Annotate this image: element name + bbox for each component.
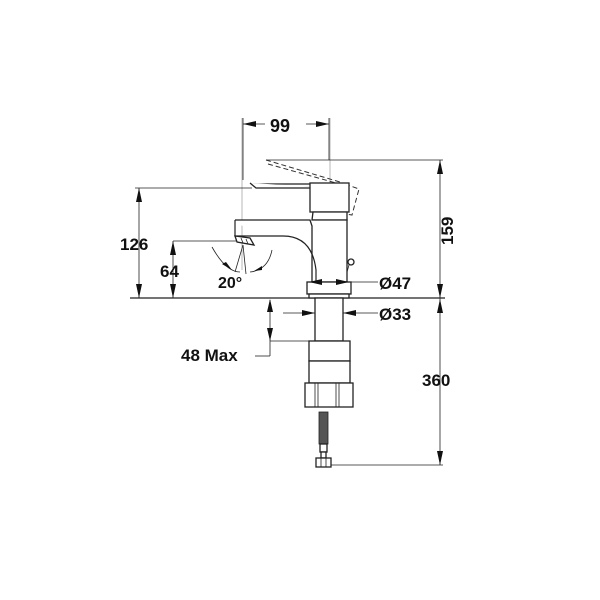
outlet-height-dimension bbox=[170, 240, 236, 298]
max-deck-thickness-label: 48 Max bbox=[181, 346, 238, 365]
max-deck-thickness-dimension bbox=[255, 299, 309, 357]
mounting-assembly bbox=[304, 297, 354, 468]
faucet-body bbox=[234, 159, 360, 299]
spout-reach-dimension bbox=[242, 118, 330, 180]
shank-diameter-label: Ø33 bbox=[379, 305, 411, 324]
shank-diameter-dimension bbox=[283, 310, 378, 316]
base-diameter-dimension bbox=[309, 279, 378, 285]
overall-height-dimension bbox=[266, 159, 443, 298]
spout-height-label: 126 bbox=[120, 235, 148, 254]
spout-height-dimension bbox=[135, 187, 252, 298]
aerator-angle-indicator bbox=[211, 244, 273, 275]
base-diameter-label: Ø47 bbox=[379, 274, 411, 293]
spout-reach-label: 99 bbox=[270, 116, 290, 136]
aerator-angle-label: 20° bbox=[218, 275, 242, 292]
hose-length-label: 360 bbox=[422, 371, 450, 390]
overall-height-label: 159 bbox=[438, 217, 457, 245]
hose-length-dimension bbox=[331, 298, 443, 466]
outlet-height-label: 64 bbox=[160, 262, 179, 281]
